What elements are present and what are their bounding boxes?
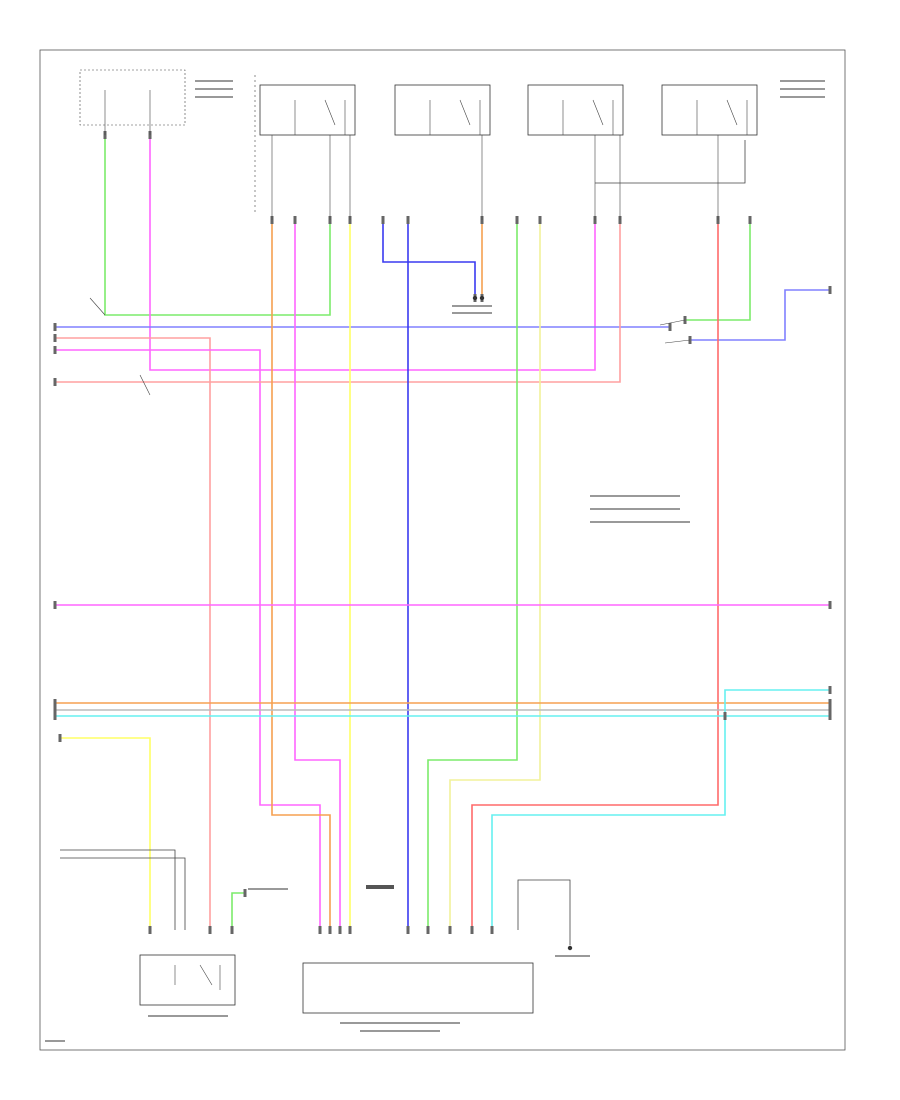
wire-cyan — [724, 689, 830, 716]
wire-terminal — [53, 601, 57, 609]
wire-terminal — [53, 699, 57, 707]
ground-wire — [60, 857, 186, 930]
wire-terminal — [53, 334, 57, 342]
relay-1 — [259, 84, 356, 136]
wire-terminal — [53, 706, 57, 714]
wire-red — [471, 220, 719, 930]
splice-junction — [472, 295, 478, 301]
wire-terminal — [426, 926, 430, 934]
relay-3-contacts — [562, 99, 614, 135]
wire-pink — [55, 349, 321, 930]
wire-terminal — [53, 712, 57, 720]
switch-mark — [89, 297, 106, 316]
wire-terminal — [293, 216, 297, 224]
wire-orange — [271, 220, 331, 930]
illegible-label-marks — [45, 80, 825, 1042]
ground-wire-layer — [60, 140, 746, 945]
relay-2-contacts — [429, 99, 481, 135]
ground-wire — [60, 849, 176, 930]
wire-terminal — [208, 926, 212, 934]
wire-terminal — [406, 216, 410, 224]
fuse-block-outline — [79, 69, 186, 126]
wire-terminal — [243, 889, 247, 897]
wire-terminal — [490, 926, 494, 934]
wire-blue — [382, 220, 476, 298]
bottom-left-module — [139, 954, 236, 1006]
switch-mark — [139, 374, 151, 396]
splice-junction — [479, 295, 485, 301]
relay-4-contacts — [696, 99, 748, 135]
wire-terminal — [381, 216, 385, 224]
wire-terminal — [723, 712, 727, 720]
wire-terminal — [448, 926, 452, 934]
wire-terminal — [348, 926, 352, 934]
ground-wire — [517, 879, 571, 945]
relay-2 — [394, 84, 491, 136]
relay-leads — [271, 135, 719, 220]
wire-terminal — [406, 926, 410, 934]
wire-green — [104, 135, 331, 316]
relay-3 — [527, 84, 624, 136]
component-box-layer — [139, 84, 758, 1014]
wire-lightyellow — [449, 220, 541, 930]
relay-4 — [661, 84, 758, 136]
wire-green — [427, 220, 518, 930]
switch-mark — [664, 339, 691, 344]
control-unit — [302, 962, 534, 1014]
wire-pink — [294, 220, 341, 930]
diagram-frame — [39, 49, 846, 1051]
wire-terminal — [828, 706, 832, 714]
wire-terminal — [58, 734, 62, 742]
bottom-left-module-internals — [174, 964, 221, 990]
wire-green — [685, 220, 751, 321]
wire-lightred — [55, 220, 621, 383]
wire-terminal — [53, 346, 57, 354]
ground-wire — [595, 140, 746, 184]
wire-cyan — [491, 716, 726, 930]
wire-lightblue — [690, 289, 830, 341]
wire-terminal — [668, 323, 672, 331]
wire-terminal — [328, 926, 332, 934]
relay-1-contacts — [294, 99, 346, 135]
switch-mark — [659, 319, 686, 326]
ground-connector — [366, 885, 394, 889]
ground-point — [567, 945, 573, 951]
wire-layer — [53, 131, 832, 934]
wire-terminal — [828, 699, 832, 707]
wire-terminal — [318, 926, 322, 934]
wire-terminal — [515, 216, 519, 224]
wire-terminal — [828, 286, 832, 294]
wire-terminal — [828, 686, 832, 694]
wire-yellow — [60, 737, 151, 930]
wire-terminal — [828, 601, 832, 609]
wire-terminal — [748, 216, 752, 224]
wire-terminal — [148, 926, 152, 934]
wire-lightred — [55, 337, 211, 930]
wire-pink — [149, 135, 596, 371]
wire-terminal — [338, 926, 342, 934]
wire-terminal — [828, 712, 832, 720]
wire-green — [231, 892, 245, 930]
wire-terminal — [53, 378, 57, 386]
wire-terminal — [230, 926, 234, 934]
wire-terminal — [470, 926, 474, 934]
wire-terminal — [538, 216, 542, 224]
wire-terminal — [53, 323, 57, 331]
